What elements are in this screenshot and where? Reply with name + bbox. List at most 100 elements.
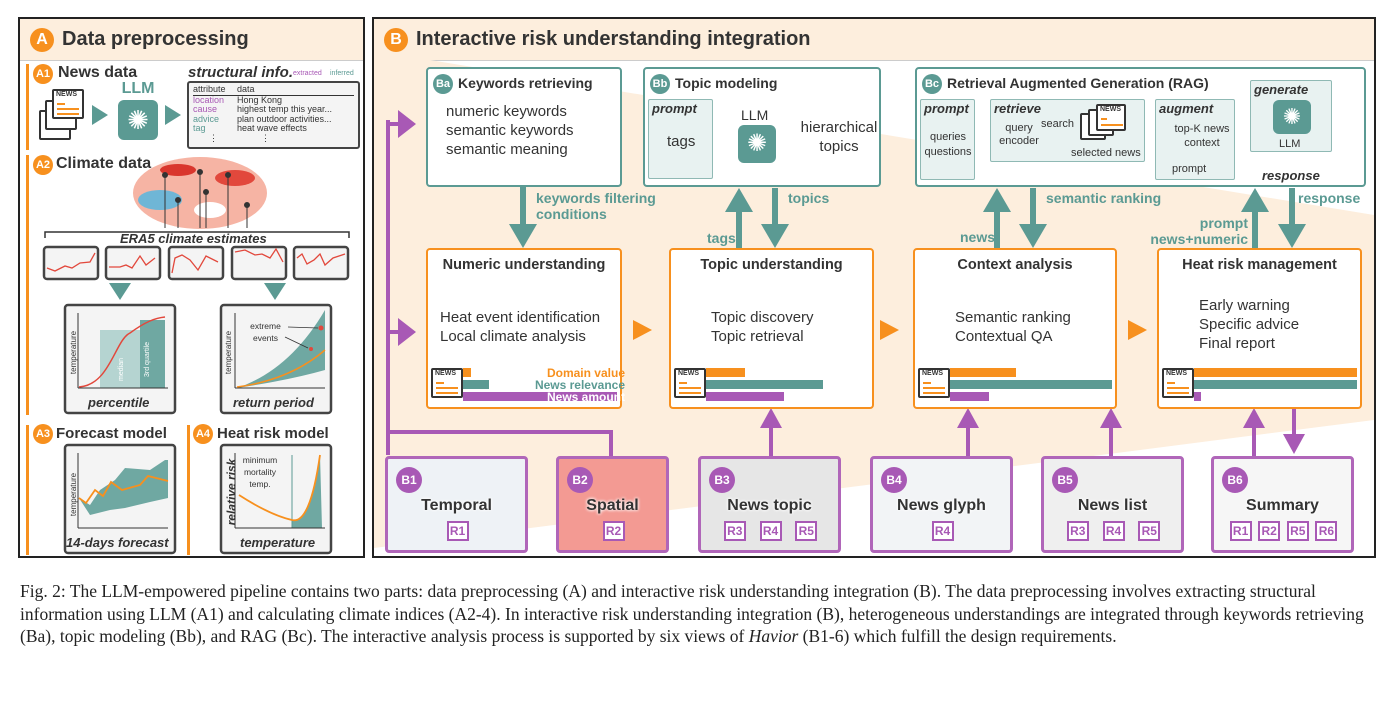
a4-title: Heat risk model [217, 425, 329, 442]
semantic-ranking-label: semantic ranking [1046, 190, 1162, 206]
a3-badge: A3 [33, 424, 53, 444]
openai-logo-icon: ✺ [1273, 100, 1311, 134]
stage-item: Local climate analysis [440, 328, 586, 345]
panel-b-title: Interactive risk understanding integrati… [416, 28, 811, 50]
stage-title: Topic understanding [700, 257, 843, 273]
domain-value-bar [463, 368, 471, 377]
legend-domain-value: Domain value [546, 366, 625, 380]
divider-a4 [187, 425, 190, 555]
panel-a-header [20, 19, 363, 61]
view-title: News topic [727, 497, 812, 514]
news-relevance-bar [950, 380, 1112, 389]
news-icon: NEWS [52, 89, 84, 119]
stage-title: Context analysis [957, 257, 1073, 273]
stage-item: Contextual QA [955, 328, 1053, 345]
attribute-cell: cause [193, 104, 218, 114]
requirement-tag: R6 [1315, 521, 1338, 541]
requirement-tag: R1 [1229, 521, 1252, 541]
news-icon: NEWS [1096, 104, 1126, 131]
table-row: cause highest temp this year... [193, 104, 354, 115]
requirement-tag: R3 [723, 521, 746, 541]
return-period-chart [219, 303, 333, 415]
divider-a2 [26, 155, 29, 415]
purple-connectors [386, 110, 1305, 456]
stage-title: Numeric understanding [442, 257, 606, 273]
news-relevance-bar [706, 380, 824, 389]
requirement-tag: R1 [446, 521, 469, 541]
news-label: news [960, 229, 996, 245]
stage-item: Topic retrieval [711, 328, 804, 345]
attribute-cell: location [193, 94, 225, 105]
a1-badge: A1 [33, 64, 53, 84]
requirement-tag: R3 [1066, 521, 1089, 541]
domain-value-bar [950, 368, 1017, 377]
stage-item: Final report [1199, 335, 1275, 352]
ba-title: Keywords retrieving [458, 75, 593, 91]
stage-item: Heat event identification [440, 309, 601, 326]
era5-label: ERA5 climate estimates [120, 231, 267, 246]
era5-bracket [44, 231, 350, 238]
news-icon: NEWS [431, 368, 463, 398]
bb-prompt-box: prompt tags [648, 99, 713, 179]
requirement-tag: R5 [795, 521, 818, 541]
view-title: Temporal [421, 497, 492, 514]
news-relevance-bar [1194, 380, 1357, 389]
bc-prompt-box: prompt queries questions [920, 99, 975, 180]
news-icon: NEWS [674, 368, 706, 398]
orange-flow-arrows [633, 320, 1147, 340]
data-cell: highest temp this year... [237, 104, 333, 114]
response-label: response [1298, 190, 1361, 206]
topics-label: topics [788, 190, 830, 206]
panel-b-badge: B [384, 28, 408, 52]
requirement-tag: R5 [1138, 521, 1161, 541]
heat-risk-chart [219, 443, 333, 555]
openai-logo-icon: ✺ [118, 100, 158, 140]
mmt-annotation: minimum mortality temp. [242, 455, 278, 489]
view-badge: B6 [1222, 467, 1248, 493]
teal-connectors [509, 186, 1306, 248]
legend-news-amount: News amount [546, 390, 625, 404]
forecast-chart [63, 443, 177, 555]
forecast-xlabel: 14-days forecast [66, 535, 169, 550]
view-badge: B5 [1052, 467, 1078, 493]
panel-a-title: Data preprocessing [62, 28, 249, 50]
bb-llm-label: LLM [741, 107, 769, 123]
stage-box: Numeric understanding Heat event identif… [426, 248, 622, 409]
arrow-down-icon [109, 283, 131, 300]
domain-value-bar [706, 368, 746, 377]
forecast-ylabel: temperature [69, 472, 79, 517]
arrow-right-icon [165, 105, 181, 125]
rag-box: Bc Retrieval Augmented Generation (RAG) … [915, 67, 1366, 187]
return-ylabel: temperature [224, 330, 234, 375]
view-badge: B2 [567, 467, 593, 493]
view-badge: B3 [709, 467, 735, 493]
stage-title: Heat risk management [1182, 257, 1337, 273]
view-title: Spatial [586, 497, 639, 514]
median-label: median [117, 358, 125, 381]
attribute-cell: tag [193, 123, 206, 133]
panel-a-badge: A [30, 28, 54, 52]
legend-inferred: inferred [330, 70, 354, 77]
data-cell: heat wave effects [237, 123, 307, 133]
legend-news-relevance: News relevance [534, 378, 625, 392]
divider-a1-a2 [26, 64, 29, 150]
prompt-label: prompt news+numeric [1150, 215, 1248, 247]
news-amount-bar [463, 392, 617, 401]
llm-label: LLM [121, 80, 155, 97]
tags-label: tags [707, 230, 736, 246]
requirement-tag: R2 [1258, 521, 1281, 541]
